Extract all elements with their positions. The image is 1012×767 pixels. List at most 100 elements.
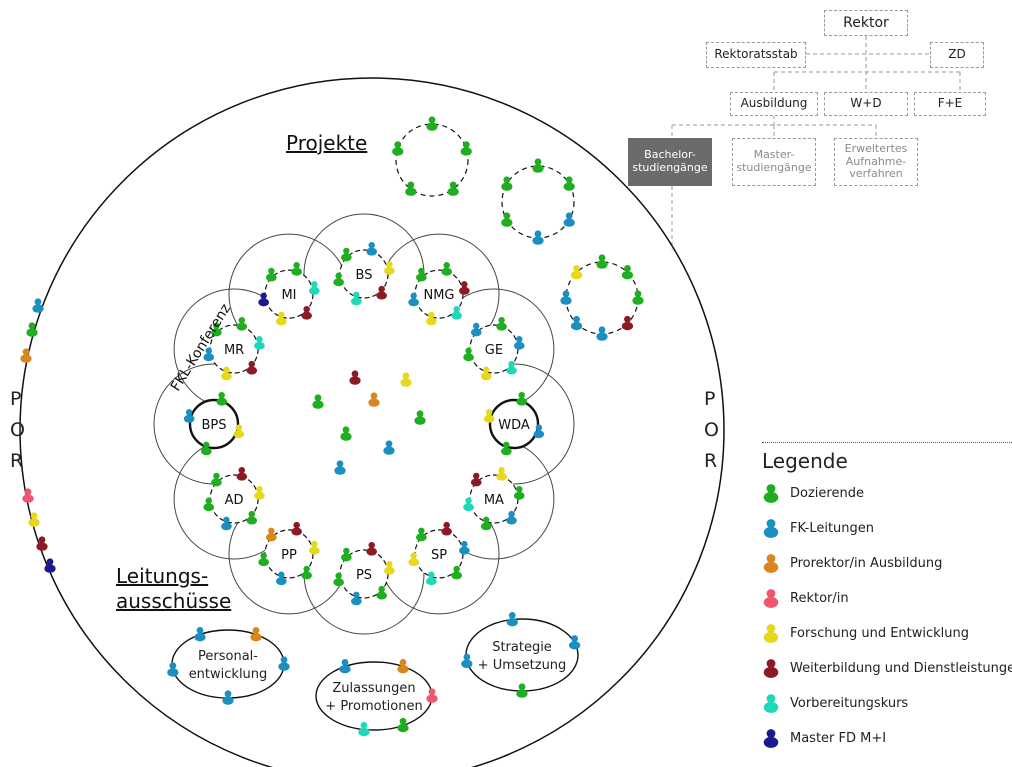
main-circle [19,77,725,767]
person-icon [763,589,779,608]
legend-label: Dozierende [790,485,864,501]
person-icon [460,141,472,156]
committee-label: Strategie [492,640,552,655]
committee-ellipse: Zulassungen+ Promotionen [315,658,438,737]
sub-circle-ad: AD [203,466,265,531]
sub-circle-pp: PP [258,521,320,586]
person-icon [516,683,528,698]
person-icon [408,552,419,567]
person-icon [334,460,346,475]
person-icon [221,516,232,531]
person-icon [301,565,312,580]
person-icon [570,264,583,280]
legend-item-dozierende: Dozierende [762,478,864,508]
projects-group [392,116,644,341]
person-icon [350,591,362,606]
leitungs-label-2: ausschüsse [116,589,231,613]
person-icon [358,721,370,737]
org-rektor: Rektor [824,10,908,36]
person-icon [763,659,779,678]
person-icon [563,212,575,227]
person-icon [496,466,507,481]
por-left-r: R [10,450,23,472]
person-icon [570,315,583,331]
person-icon [301,305,312,320]
person-icon [211,322,222,337]
org-ausbildung: Ausbildung [730,92,818,116]
person-icon [506,510,517,525]
por-left-o: O [10,419,25,441]
sub-circle-label: BS [356,268,373,283]
org-zd: ZD [930,42,984,68]
committee-label: Personal- [198,649,258,664]
person-icon [22,488,34,503]
person-icon [480,516,492,531]
person-icon [254,486,265,500]
person-icon [216,391,228,406]
legend-label: Weiterbildung und Dienstleistungen [790,660,1012,676]
committee-ellipse: Strategie+ Umsetzung [461,611,581,698]
committee-label: entwicklung [189,667,268,682]
person-icon [596,326,608,341]
sub-circle-mi: MI [258,262,320,326]
person-icon [258,552,269,567]
person-icon [459,540,470,555]
person-icon [425,571,437,586]
person-icon [20,348,32,363]
org-bachelor: Bachelor- studiengänge [628,138,712,186]
person-icon [451,305,462,320]
person-icon [309,281,320,295]
person-icon [563,176,575,191]
legend-item-fk-leitungen: FK-Leitungen [762,513,874,543]
sub-circle-ps: PS [333,541,395,606]
person-icon [763,519,779,538]
sub-circle-bps: BPS [183,391,245,456]
person-icon [341,247,352,262]
person-icon [376,285,387,300]
person-icon [621,264,634,280]
person-icon [236,316,248,331]
person-icon [309,540,320,555]
committee-label: + Promotionen [325,699,422,714]
person-icon [236,466,248,481]
person-icon [312,394,324,409]
sub-circle-label: PP [281,548,297,563]
committee-ellipse: Personal-entwicklung [167,626,290,705]
person-icon [167,662,179,677]
person-icon [26,322,38,337]
project-circle [501,158,575,245]
person-icon [275,571,287,586]
person-icon [763,624,779,643]
person-icon [250,626,262,642]
legend-icons [763,484,779,748]
sub-circle-label: SP [431,548,447,563]
person-icon [470,322,482,337]
person-icon [408,292,419,307]
person-icon [470,472,482,487]
sub-circle-label: MR [224,343,244,358]
person-icon [366,241,378,256]
por-people-group [20,298,56,573]
leitungs-label-1: Leitungs- [116,564,208,588]
legend-label: Prorektor/in Ausbildung [790,555,943,571]
person-icon [506,611,518,627]
person-icon [501,176,513,191]
person-icon [451,565,462,580]
sub-circle-label: MA [484,493,504,508]
person-icon [397,658,409,674]
person-icon [340,426,352,441]
person-icon [480,366,492,381]
sub-circle-label: PS [356,568,372,583]
sub-circle-label: WDA [498,418,530,433]
person-icon [426,688,438,703]
person-icon [28,512,40,527]
por-left-p: P [10,388,21,410]
legend-label: Forschung und Entwicklung [790,625,970,641]
sub-circle-wda: WDA [483,391,545,456]
por-right-o: O [704,419,719,441]
person-icon [400,372,412,387]
person-icon [183,409,195,423]
por-right-r: R [704,450,717,472]
person-icon [384,261,395,275]
person-icon [376,585,387,600]
